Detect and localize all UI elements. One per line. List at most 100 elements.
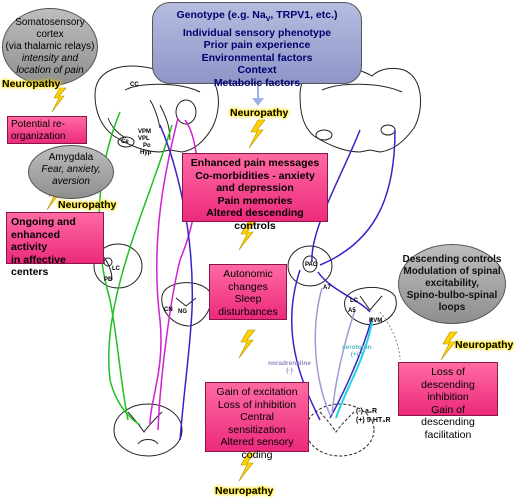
right-spinal-cord [305,403,375,457]
enhanced-line: and depression [216,182,294,194]
po-label: Po [143,143,151,149]
neuropathy-label: Neuropathy [58,199,117,211]
serotonin-pathway [335,321,373,419]
neuropathy-label: Neuropathy [215,485,274,497]
bolt-icon-7 [238,452,256,482]
gain-line: Central sensitization [228,411,286,436]
amygdala-subtitle: aversion [52,176,90,187]
autonomic-line: disturbances [218,305,278,318]
enhanced-line: Co-morbidities - anxiety [195,169,315,182]
cortex-subtitle: intensity and [21,53,79,64]
left-brain-section [94,65,219,153]
lc-label: LC [112,266,120,272]
serotonin-sign: (+/-) [350,351,363,358]
genotype-line: Genotype (e.g. NaV, TRPV1, etc.) [153,9,361,27]
bolt-icons [46,87,458,482]
neuropathy-label: Neuropathy [455,339,514,351]
descending-line: Spino-bulbo-spinal [406,290,498,301]
loss-line: inhibition [427,391,469,403]
pb-label: PB [104,277,113,283]
cn-label: CN [164,307,173,313]
ongoing-line: Ongoing and [11,216,76,228]
factor-line: Prior pain experience [203,39,311,52]
amygdala-subtitle: Fear, anxiety, [41,164,101,175]
bolt-icon-5 [238,329,256,359]
noradrenaline-pathway [314,287,331,416]
reorganization-box: Potential re- organization [7,116,87,144]
right-pons [344,286,397,326]
genotype-sub: V [265,16,271,24]
vpm-label: VPM [138,129,152,135]
factor-line: Individual sensory phenotype [182,26,332,39]
autonomic-box: Autonomic changes Sleep disturbances [209,264,287,320]
left-spinal-cord [113,403,183,457]
a7-label: A7 [323,285,331,291]
gain-line: coding [241,448,273,461]
loss-line: Loss of descending [421,366,475,391]
cc-label: CC [130,82,139,88]
reorg-line: Potential re- [11,119,65,130]
factor-line: Metabolic factors [213,76,301,89]
rvm-label: RVM [369,318,383,324]
neuropathy-label: Neuropathy [2,78,61,90]
genotype-factors-box: Genotype (e.g. NaV, TRPV1, etc.) Individ… [152,2,362,89]
descending-line: loops [438,302,466,313]
descending-line: Descending controls [402,254,502,265]
gain-line: Loss of inhibition [217,398,297,411]
a5-label: A5 [348,308,356,314]
receptor-label: (+) 5-HT₃R [356,417,391,424]
hyp-label: Hyp [140,150,152,156]
descending-controls-oval: Descending controls Modulation of spinal… [398,244,506,324]
vpl-label: VPL [138,136,150,142]
purple-pathway [159,124,194,441]
enhanced-line: Altered descending controls [206,207,304,232]
factor-line: Context [237,64,277,77]
ce-label: Ce [121,139,129,145]
loss-line: Gain of descending [421,403,475,429]
enhanced-line: Enhanced pain messages [190,157,320,169]
serotonin-label: serotonin (+/-) [342,344,372,358]
genotype-prefix: Genotype (e.g. Na [176,9,266,21]
autonomic-line: changes [228,280,268,293]
affective-centers-box: Ongoing and enhanced activity in affecti… [6,212,104,278]
ongoing-line: centers [11,266,49,278]
serotonin-text: serotonin [342,344,372,351]
genotype-arrow-head [252,98,264,106]
spinal-changes-box: Gain of excitation Loss of inhibition Ce… [205,382,309,461]
genotype-suffix: , TRPV1, etc.) [270,9,338,21]
bolt-icon-2 [248,119,266,149]
somatosensory-cortex-oval: Somatosensory cortex (via thalamic relay… [2,8,98,86]
bolt-icon-4 [238,221,256,251]
autonomic-line: Sleep [234,293,262,305]
enhanced-pain-box: Enhanced pain messages Co-morbidities - … [182,153,328,232]
magenta-pathway [149,117,179,426]
autonomic-line: Autonomic [223,268,273,280]
gain-line: Altered sensory [220,436,294,448]
noradrenaline-text: noradrenaline [268,360,311,367]
cortex-title: cortex [36,29,64,40]
ongoing-line: enhanced activity [11,228,61,254]
reorg-line: organization [11,131,66,142]
ongoing-line: in affective [11,253,66,266]
bolt-icon-1 [51,87,67,113]
bolt-icon-6 [440,331,458,361]
cortex-title: Somatosensory [15,17,85,28]
noradrenaline-sign: (-) [286,367,293,374]
ng-label: NG [178,309,187,315]
descending-line: excitability, [425,278,479,289]
descending-line: Modulation of spinal [403,266,501,277]
loss-line: facilitation [424,428,472,441]
right-midbrain [287,245,333,287]
gain-line: Gain of excitation [216,386,298,398]
loss-inhibition-box: Loss of descending inhibition Gain of de… [398,362,498,441]
enhanced-line: Pain memories [217,194,293,207]
amygdala-title: Amygdala [48,152,94,163]
cortex-subtitle: location of pain [16,65,84,76]
factor-line: Environmental factors [201,51,313,64]
cortex-title: (via thalamic relays) [5,41,95,52]
pag-label: PAG [305,262,318,268]
amygdala-oval: Amygdala Fear, anxiety, aversion [28,145,114,199]
lc2-label: LC [350,298,358,304]
noradrenaline-label: noradrenaline (-) [268,360,311,374]
